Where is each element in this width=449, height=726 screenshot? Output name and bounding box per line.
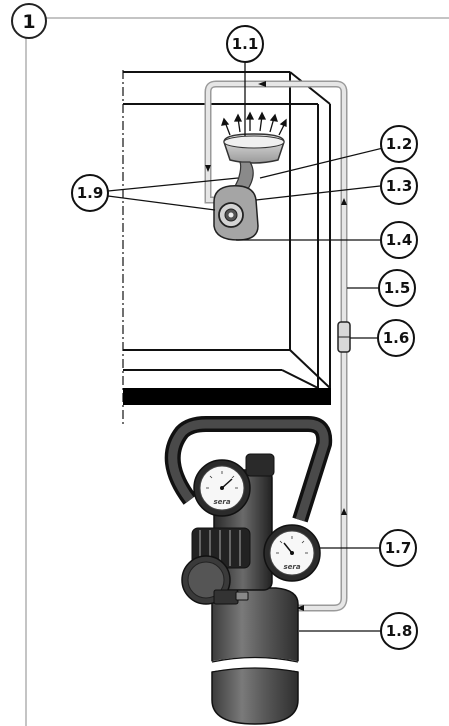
figure-frame: 1 — [11, 3, 449, 726]
pressure-regulator — [181, 453, 275, 605]
co2-cylinder — [208, 587, 302, 725]
callout-1-7: 1.7 — [379, 529, 417, 567]
callout-1-3: 1.3 — [380, 167, 418, 205]
callout-label: 1.2 — [386, 135, 413, 153]
callout-label: 1.3 — [386, 177, 413, 195]
callout-label: 1.6 — [383, 329, 410, 347]
figure-number-badge — [11, 3, 47, 39]
cylinder-pressure-gauge: sera — [193, 459, 251, 517]
carry-handle — [164, 416, 333, 523]
leader-lines — [107, 63, 384, 632]
callout-1-5: 1.5 — [378, 269, 416, 307]
callout-label: 1.9 — [77, 184, 104, 202]
bubble-arrows — [221, 111, 287, 136]
callout-label: 1.4 — [386, 231, 413, 249]
callout-1-8: 1.8 — [380, 612, 418, 650]
callout-1-4: 1.4 — [380, 221, 418, 259]
co2-diffuser — [213, 111, 287, 241]
working-pressure-gauge: sera — [263, 524, 321, 582]
callout-label: 1.7 — [385, 539, 412, 557]
callout-label: 1.5 — [384, 279, 411, 297]
gauge-brand-upper: sera — [213, 498, 230, 506]
tube-connector — [235, 591, 249, 601]
gauge-brand-lower: sera — [283, 563, 300, 571]
callout-1-1: 1.1 — [226, 25, 264, 63]
aquarium — [122, 70, 331, 425]
callout-label: 1.8 — [386, 622, 413, 640]
callout-1-6: 1.6 — [377, 319, 415, 357]
aquarium-base-plate — [123, 388, 331, 405]
callout-1-9: 1.9 — [71, 174, 109, 212]
callout-label: 1.1 — [232, 35, 259, 53]
callout-1-2: 1.2 — [380, 125, 418, 163]
figure-number: 1 — [22, 11, 35, 33]
co2-tube — [204, 80, 348, 612]
check-valve — [337, 321, 351, 353]
